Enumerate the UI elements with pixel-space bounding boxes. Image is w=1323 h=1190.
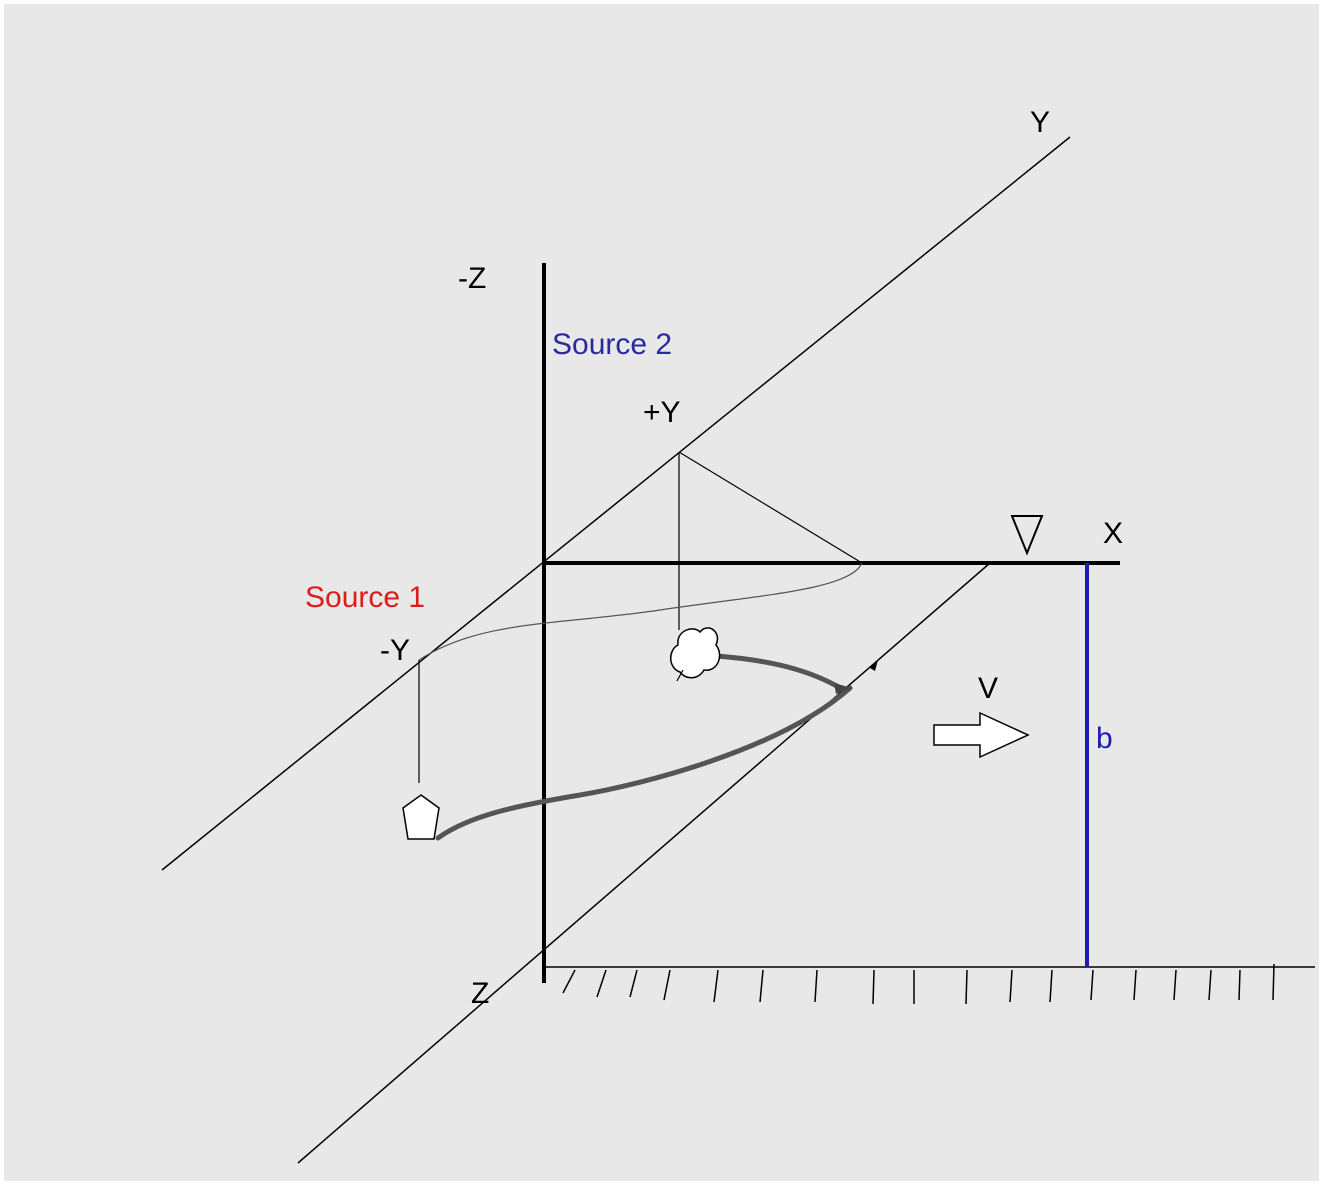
water-surface-triangle-icon <box>1010 515 1044 556</box>
z-axis-label: Z <box>471 977 489 1010</box>
bed-hatching <box>562 963 1275 1005</box>
z-diagonal-line <box>297 562 991 1164</box>
x-axis-label: X <box>1103 517 1123 550</box>
source1-label: Source 1 <box>305 581 425 614</box>
flow-arrow-icon <box>933 711 1030 759</box>
cloud-tail <box>676 669 684 682</box>
diagonal-arrowhead <box>870 660 878 671</box>
y-axis-label: Y <box>1030 106 1050 139</box>
velocity-label: V <box>978 672 998 705</box>
plume-path-source2 <box>713 653 845 692</box>
depth-label: b <box>1096 722 1113 755</box>
source2-label: Source 2 <box>552 328 672 361</box>
plus-y-to-x-line <box>678 451 863 564</box>
plume-arrowhead <box>834 683 852 694</box>
neg-z-label: -Z <box>458 262 486 295</box>
cloud-source-icon <box>670 627 721 679</box>
diagram-background <box>4 4 1319 1181</box>
pentagon-source-icon <box>402 794 440 840</box>
neg-y-label: -Y <box>380 634 410 667</box>
profile-curve <box>418 562 863 661</box>
plume-path-source1 <box>435 685 853 841</box>
y-axis-line <box>161 136 1071 871</box>
plus-y-label: +Y <box>643 396 681 429</box>
